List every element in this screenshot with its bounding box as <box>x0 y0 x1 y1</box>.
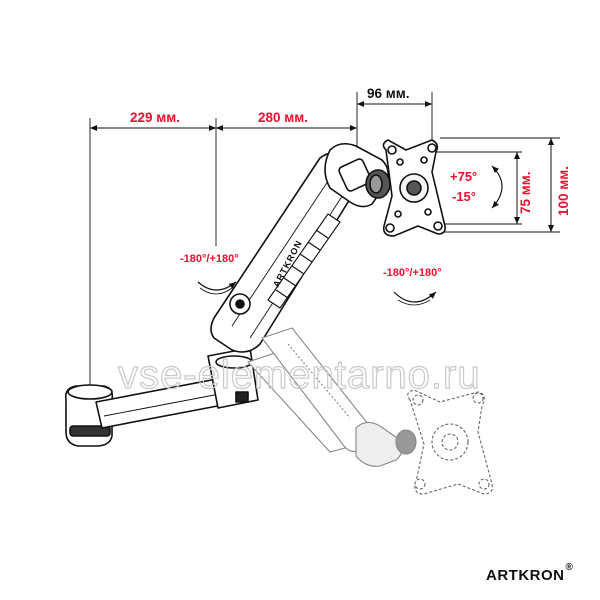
ghost-arm-illustration <box>247 327 417 467</box>
dim-label-rotation-arm: -180°/+180° <box>180 253 239 265</box>
tilt-arc <box>491 165 503 209</box>
monitor-arm-illustration <box>64 142 391 447</box>
dim-label-tilt-down: -15° <box>452 189 476 204</box>
dim-label-96: 96 мм. <box>367 86 410 101</box>
watermark-text: vse-elementarno.ru <box>118 353 481 397</box>
vesa-plate-top <box>382 139 446 237</box>
brand-name: ARTKRON <box>486 567 565 584</box>
dim-label-rotation-head: -180°/+180° <box>383 267 442 279</box>
dim-label-280: 280 мм. <box>258 110 308 125</box>
rotation-arrow-arm-icon <box>197 281 237 295</box>
rotation-arrow-head-icon <box>393 291 437 306</box>
dim-label-tilt-up: +75° <box>450 169 477 184</box>
dim-label-75: 75 мм. <box>518 172 533 215</box>
tension-scale <box>267 213 341 309</box>
vesa-plate-ghost <box>407 389 493 495</box>
dim-label-229: 229 мм. <box>130 110 180 125</box>
dim-label-100: 100 мм. <box>556 166 571 216</box>
brand-logo: ARTKRON® <box>486 562 573 584</box>
registered-mark: ® <box>565 562 574 573</box>
